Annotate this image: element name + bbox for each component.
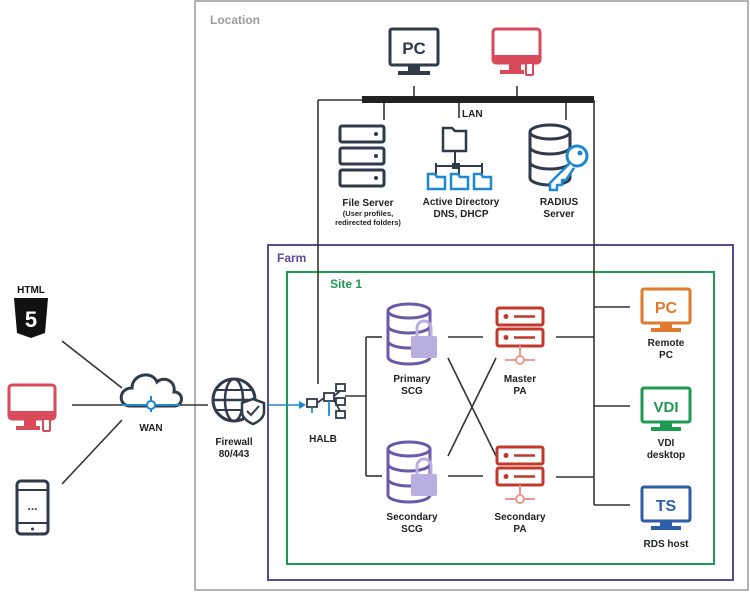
firewall-label: Firewall [215, 437, 252, 448]
radius-sub: Server [543, 209, 574, 220]
secondary-scg-label: Secondary [386, 512, 438, 523]
rds-badge: TS [656, 498, 677, 515]
file-server-sub2: redirected folders) [335, 218, 401, 227]
mobile-phone-icon: ... [15, 479, 50, 536]
directory-tree-icon [426, 126, 493, 191]
active-directory-label: Active Directory [423, 197, 500, 208]
server-network-icon [495, 445, 545, 504]
remote-pc-badge: PC [655, 300, 678, 317]
connection-lines [61, 86, 630, 506]
master-pa-label: Master [504, 374, 536, 385]
pc-top-label: PC [402, 39, 426, 58]
site-zone [286, 271, 715, 565]
arrow-head-icon [299, 401, 306, 409]
red-monitor-icon [491, 27, 542, 76]
site-label: Site 1 [330, 277, 362, 291]
html5-number: 5 [25, 307, 37, 332]
lan-label: LAN [462, 109, 483, 120]
master-pa-sub: PA [513, 386, 526, 397]
file-server-sub1: (User profiles, [343, 209, 393, 218]
location-label: Location [210, 13, 260, 27]
html-badge-label: HTML [17, 285, 45, 296]
vdi-label: VDI [658, 438, 675, 449]
cloud-network-icon [119, 373, 183, 412]
database-key-icon [528, 123, 589, 192]
secondary-scg-sub: SCG [401, 524, 423, 535]
rds-label: RDS host [644, 539, 690, 550]
monitor-vdi-icon: VDI [640, 386, 692, 431]
file-server-label: File Server [342, 198, 393, 209]
server-stack-icon [338, 124, 386, 188]
database-lock-icon [386, 302, 437, 366]
network-switch-icon [306, 383, 346, 419]
monitor-ts-icon: TS [640, 485, 692, 530]
mobile-dots: ... [27, 499, 37, 513]
farm-label: Farm [277, 251, 306, 265]
monitor-pc-icon: PC [640, 287, 692, 332]
pc-monitor-icon: PC [388, 27, 440, 75]
active-directory-sub: DNS, DHCP [433, 209, 488, 220]
globe-shield-icon [211, 377, 266, 426]
remote-pc-sub: PC [659, 350, 673, 361]
remote-pc-label: Remote [648, 338, 685, 349]
secondary-pa-sub: PA [513, 524, 526, 535]
database-lock-icon [386, 440, 437, 504]
farm-zone [267, 244, 734, 581]
secondary-pa-label: Secondary [494, 512, 546, 523]
vdi-badge: VDI [653, 399, 678, 416]
primary-scg-sub: SCG [401, 386, 423, 397]
halb-label: HALB [309, 434, 337, 445]
location-zone [194, 0, 749, 591]
firewall-port: 80/443 [219, 449, 250, 460]
radius-label: RADIUS [540, 197, 579, 208]
red-monitor-icon [7, 383, 57, 432]
primary-scg-label: Primary [393, 374, 431, 385]
wan-label: WAN [139, 423, 162, 434]
server-network-icon [495, 306, 545, 365]
html5-shield-icon: HTML 5 [14, 285, 48, 338]
vdi-sub: desktop [647, 450, 685, 461]
